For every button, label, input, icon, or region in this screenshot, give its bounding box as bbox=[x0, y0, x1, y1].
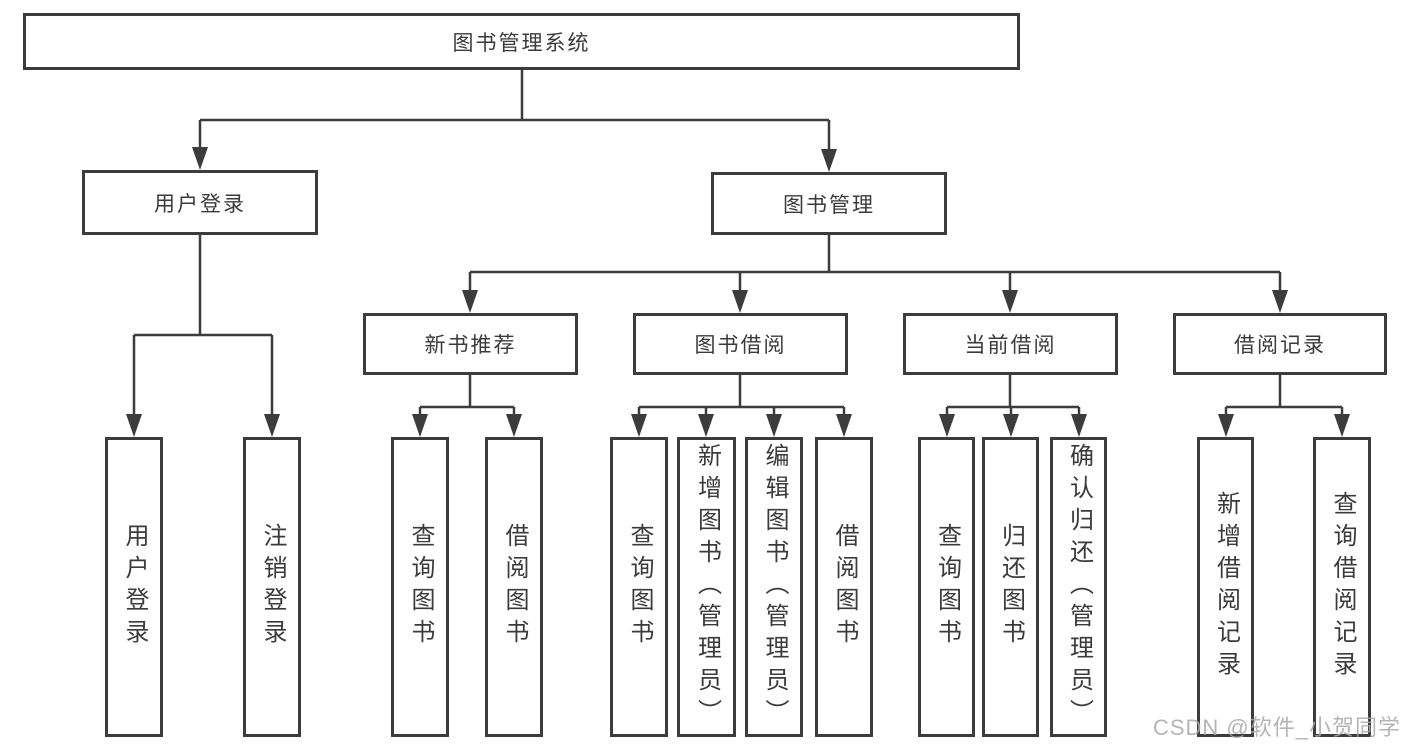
arrowheads bbox=[126, 147, 1350, 437]
node-leaf-cb-return-books-label: 归还图书 bbox=[997, 523, 1025, 651]
node-leaf-br-query-record: 查询借阅记录 bbox=[1313, 437, 1371, 737]
node-leaf-cb-return-books: 归还图书 bbox=[982, 437, 1039, 737]
node-leaf-bb-query-books-label: 查询图书 bbox=[626, 523, 653, 651]
node-leaf-logout: 注销登录 bbox=[243, 437, 301, 737]
node-leaf-bb-edit-books-admin: 编辑图书（管理员） bbox=[745, 437, 803, 737]
node-book-management: 图书管理 bbox=[711, 172, 947, 235]
csdn-watermark: CSDN @软件_小贺同学 bbox=[1152, 715, 1401, 740]
node-book-borrow: 图书借阅 bbox=[633, 313, 848, 375]
node-leaf-nbr-borrow-books: 借阅图书 bbox=[485, 437, 543, 737]
node-leaf-logout-label: 注销登录 bbox=[259, 523, 286, 651]
node-leaf-bb-query-books: 查询图书 bbox=[610, 437, 668, 737]
node-leaf-cb-query-books: 查询图书 bbox=[918, 437, 975, 737]
node-current-borrow: 当前借阅 bbox=[903, 313, 1118, 375]
node-user-login-group: 用户登录 bbox=[82, 170, 318, 235]
node-leaf-bb-borrow-books-label: 借阅图书 bbox=[831, 523, 858, 651]
node-leaf-br-add-record-label: 新增借阅记录 bbox=[1212, 491, 1240, 683]
node-leaf-nbr-query-books-label: 查询图书 bbox=[407, 523, 434, 651]
node-new-book-recommend-label: 新书推荐 bbox=[424, 334, 517, 357]
node-leaf-br-add-record: 新增借阅记录 bbox=[1197, 437, 1254, 737]
node-leaf-bb-edit-books-admin-label: 编辑图书（管理员） bbox=[761, 443, 788, 731]
node-root-label: 图书管理系统 bbox=[452, 31, 591, 55]
node-leaf-nbr-query-books: 查询图书 bbox=[391, 437, 449, 737]
node-user-login-group-label: 用户登录 bbox=[154, 192, 246, 216]
node-leaf-bb-add-books-admin-label: 新增图书（管理员） bbox=[693, 443, 721, 731]
node-leaf-user-login: 用户登录 bbox=[105, 437, 163, 737]
node-leaf-cb-confirm-return-admin-label: 确认归还（管理员） bbox=[1065, 443, 1093, 731]
node-current-borrow-label: 当前借阅 bbox=[964, 334, 1057, 357]
node-leaf-bb-add-books-admin: 新增图书（管理员） bbox=[677, 437, 736, 737]
node-leaf-bb-borrow-books: 借阅图书 bbox=[815, 437, 873, 737]
node-leaf-user-login-label: 用户登录 bbox=[121, 523, 148, 651]
node-root: 图书管理系统 bbox=[23, 13, 1020, 70]
node-book-borrow-label: 图书借阅 bbox=[694, 334, 787, 357]
node-borrow-record-label: 借阅记录 bbox=[1234, 334, 1326, 357]
node-leaf-cb-confirm-return-admin: 确认归还（管理员） bbox=[1050, 437, 1107, 737]
node-new-book-recommend: 新书推荐 bbox=[363, 313, 578, 375]
node-borrow-record: 借阅记录 bbox=[1173, 313, 1387, 375]
node-book-management-label: 图书管理 bbox=[783, 193, 875, 217]
node-leaf-br-query-record-label: 查询借阅记录 bbox=[1329, 491, 1356, 683]
node-leaf-cb-query-books-label: 查询图书 bbox=[933, 523, 961, 651]
node-leaf-nbr-borrow-books-label: 借阅图书 bbox=[501, 523, 528, 651]
